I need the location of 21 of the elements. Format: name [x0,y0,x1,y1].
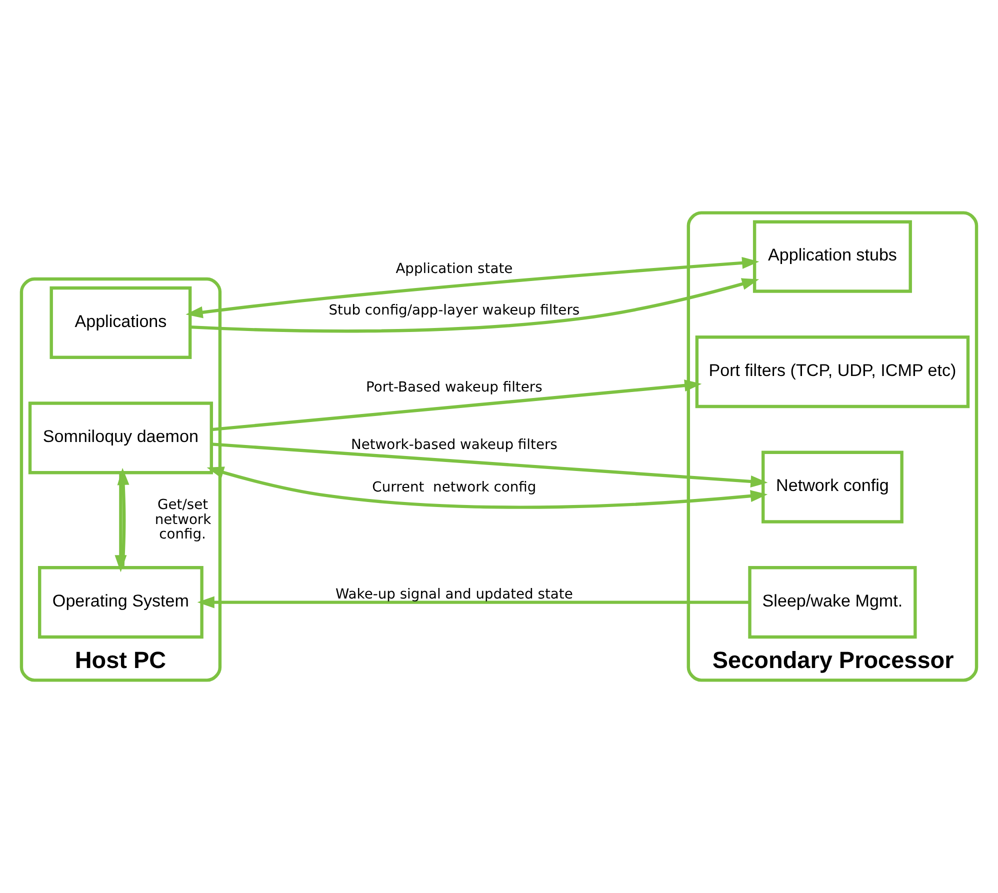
node-box: Network config [762,450,904,524]
edge-label: Port-Based wakeup filters [366,379,542,396]
arrow [190,278,760,333]
node-box: Application stubs [752,220,912,293]
edge-label: Wake-up signal and updated state [335,586,573,602]
edge-label: Current network config [372,480,536,496]
node-box: Operating System [38,566,204,639]
arrow [206,466,768,509]
node-box: Applications [50,286,192,359]
edge-label: Network-based wakeup filters [350,437,558,454]
edge-label: Stub config/app-layer wakeup filters [328,302,580,319]
arrow [197,596,750,608]
arrow [212,442,768,488]
arrow [117,468,130,568]
edge-label: Application state [396,260,513,277]
node-box: Sleep/wake Mgmt. [748,566,917,639]
node-box: Somniloquy daemon [28,402,214,474]
arrow [212,380,702,432]
arrow [186,256,760,318]
edge-label: Get/set network config. [154,496,212,543]
node-box: Port filters (TCP, UDP, ICMP etc) [695,336,970,408]
